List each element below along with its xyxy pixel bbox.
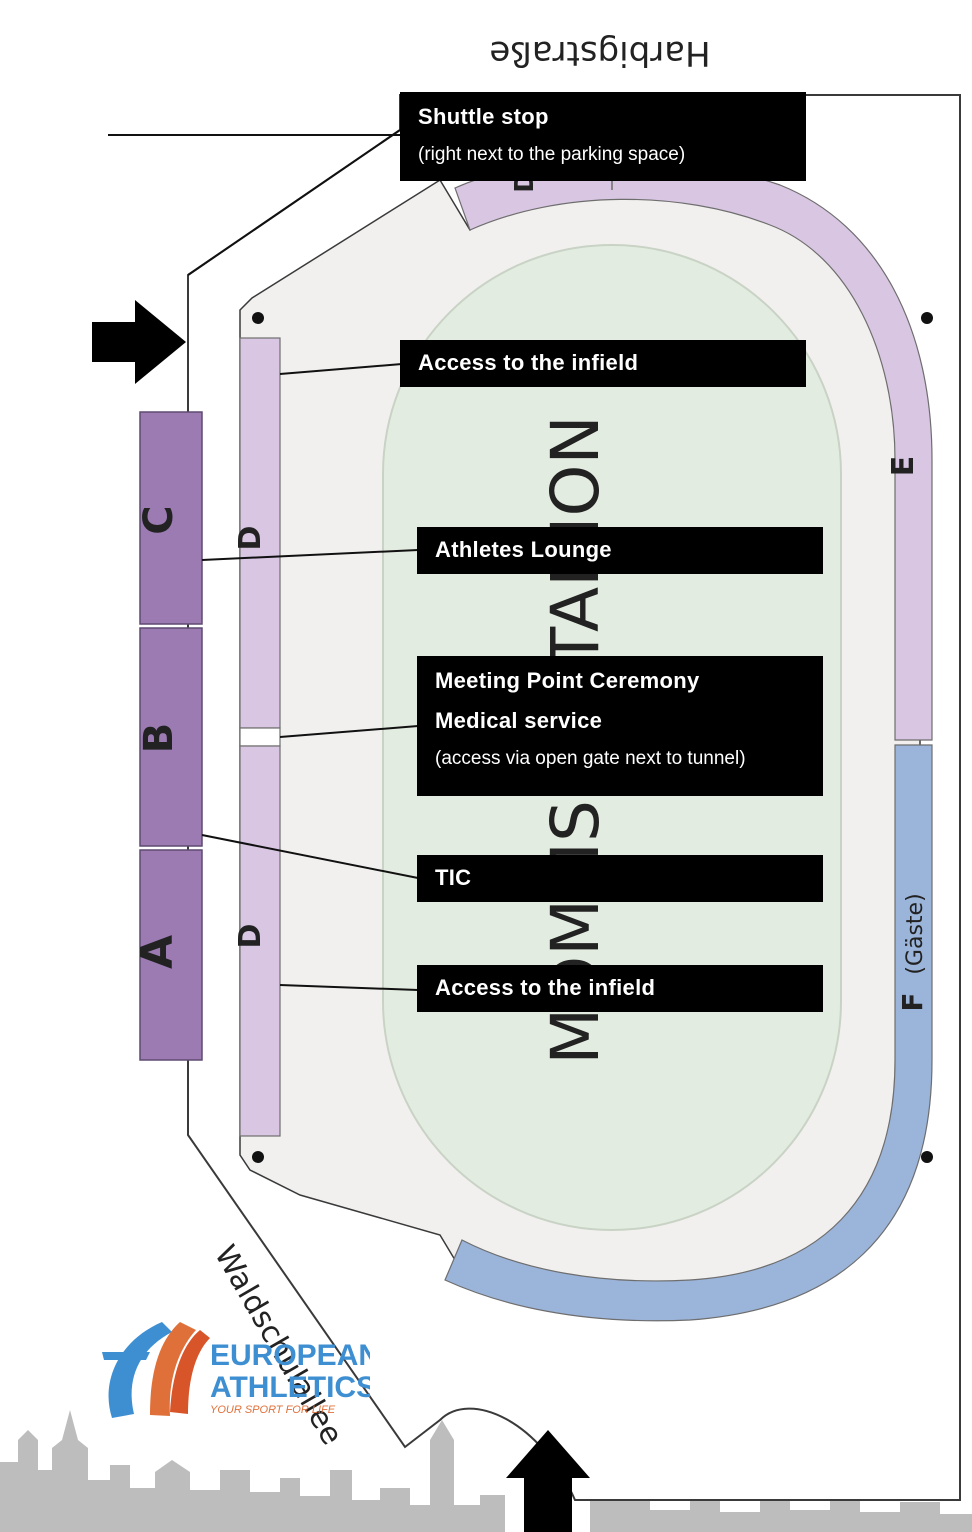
callout-ceremony-subtitle: (access via open gate next to tunnel) xyxy=(435,748,746,769)
floodlight-se xyxy=(921,1151,933,1163)
leader-line-infield-bottom xyxy=(279,984,419,991)
callout-tic-title: TIC xyxy=(435,865,472,890)
block-c[interactable] xyxy=(139,411,203,625)
leader-lines xyxy=(108,129,419,991)
block-a-label: A xyxy=(132,935,183,969)
block-f-note: (Gäste) xyxy=(903,893,928,974)
block-d-lower-label: D xyxy=(233,924,268,949)
floodlight-ne xyxy=(921,312,933,324)
block-d-lower[interactable] xyxy=(239,745,281,1137)
logo-line-1: EUROPEAN xyxy=(210,1340,370,1372)
leader-line-lounge xyxy=(201,549,419,561)
callout-ceremony-title: Meeting Point Ceremony xyxy=(435,668,700,693)
floodlight-sw xyxy=(252,1151,264,1163)
block-a[interactable] xyxy=(139,849,203,1061)
floodlight-nw xyxy=(252,312,264,324)
callout-infield-access-top: Access to the infield xyxy=(400,340,806,387)
leader-line-infield-top xyxy=(279,363,403,375)
leader-line-shuttle-diagonal xyxy=(187,129,401,276)
block-b[interactable] xyxy=(139,627,203,847)
block-d-upper[interactable] xyxy=(239,337,281,729)
callout-ceremony-medical: Meeting Point Ceremony Medical service (… xyxy=(417,656,823,796)
callout-shuttle-stop: Shuttle stop (right next to the parking … xyxy=(400,92,806,181)
block-c-label: C xyxy=(136,505,182,534)
block-e-label: E xyxy=(886,456,921,477)
block-d-upper-label: D xyxy=(233,526,268,551)
callout-infield-bottom-title: Access to the infield xyxy=(435,975,656,1000)
entrance-arrow-south-icon xyxy=(506,1430,590,1532)
callout-lounge-title: Athletes Lounge xyxy=(435,537,612,562)
logo-tagline: YOUR SPORT FOR LIFE xyxy=(210,1404,336,1416)
block-b-label: B xyxy=(136,723,182,754)
logo-wordmark: EUROPEAN ATHLETICS YOUR SPORT FOR LIFE xyxy=(210,1340,370,1416)
entrance-arrow-west-icon xyxy=(92,300,186,384)
callout-infield-access-bottom: Access to the infield xyxy=(417,965,823,1012)
european-athletics-logo-icon xyxy=(102,1322,210,1418)
callout-shuttle-title: Shuttle stop xyxy=(418,104,549,129)
block-f-label: F xyxy=(896,992,929,1011)
callout-shuttle-subtitle: (right next to the parking space) xyxy=(418,144,686,165)
leader-line-tic xyxy=(201,834,419,879)
leader-line-ceremony xyxy=(279,725,419,738)
callout-medical-title: Medical service xyxy=(435,708,603,733)
tunnel-gap xyxy=(239,727,281,747)
callout-tic: TIC xyxy=(417,855,823,902)
callout-infield-top-title: Access to the infield xyxy=(418,350,639,375)
street-label-north: Harbigstraße xyxy=(489,33,710,73)
callout-athletes-lounge: Athletes Lounge xyxy=(417,527,823,574)
logo-line-2: ATHLETICS xyxy=(210,1371,370,1404)
block-f[interactable] xyxy=(444,744,933,1322)
